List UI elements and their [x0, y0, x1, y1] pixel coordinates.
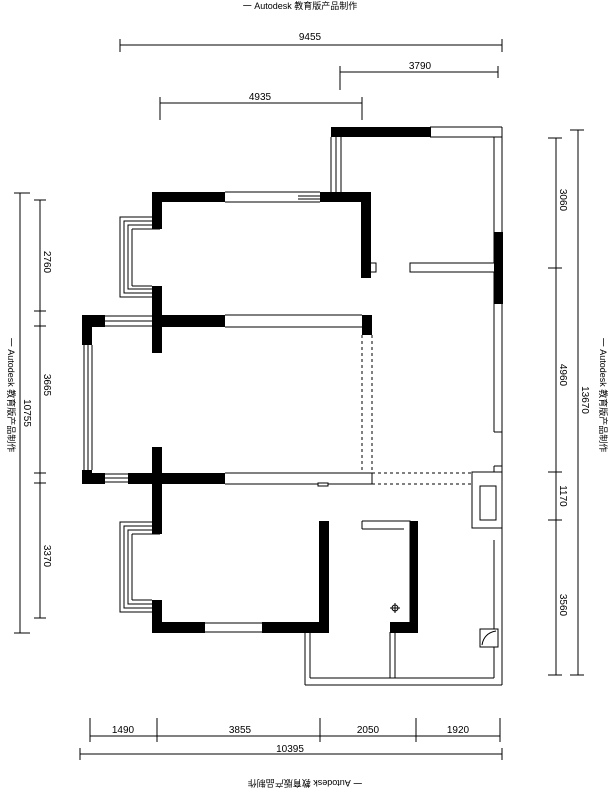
- dimension-label: 3790: [409, 61, 432, 72]
- dimension-label: 1920: [447, 725, 470, 736]
- dimension-label: 2760: [41, 251, 52, 274]
- dimension-top-total: 9455: [119, 32, 503, 52]
- dimension-label: 3665: [41, 374, 52, 397]
- dashed-openings: [361, 335, 472, 485]
- dimension-left-total: 10755: [14, 192, 32, 634]
- watermark-left: 一 Autodesk 教育版产品制作: [6, 338, 17, 453]
- dimension-label: 9455: [299, 32, 322, 43]
- thick-walls: [82, 127, 503, 633]
- dimension-label: 3370: [41, 545, 52, 568]
- dimension-bottom-segments: 1490 3855 2050 1920: [89, 718, 501, 742]
- dimension-left-segments: 2760 3665 3370: [34, 199, 52, 619]
- dimension-right-total: 13670: [570, 129, 590, 676]
- dimension-label: 3060: [557, 189, 568, 212]
- dimension-label: 2050: [357, 725, 380, 736]
- dimension-label: 1490: [112, 725, 135, 736]
- dimension-top-middle: 4935: [159, 92, 363, 120]
- dimension-label: 3560: [557, 594, 568, 617]
- dimension-label: 4960: [557, 364, 568, 387]
- dimension-bottom-total: 10395: [79, 744, 503, 760]
- thin-walls: [83, 126, 503, 686]
- dimension-right-segments: 3060 4960 1170 3560: [548, 137, 568, 676]
- dimension-label: 4935: [249, 92, 272, 103]
- watermark-bottom: 一 Autodesk 教育版产品制作: [248, 778, 363, 789]
- fixture-symbol: [390, 603, 400, 613]
- dimension-top-right: 3790: [339, 61, 499, 90]
- dimension-label: 3855: [229, 725, 252, 736]
- dimension-label: 10395: [276, 744, 304, 755]
- dimension-label: 10755: [21, 399, 32, 427]
- watermark-right: 一 Autodesk 教育版产品制作: [598, 338, 609, 453]
- watermark-top: 一 Autodesk 教育版产品制作: [243, 0, 358, 11]
- dimension-label: 13670: [579, 386, 590, 414]
- dimension-label: 1170: [557, 485, 568, 507]
